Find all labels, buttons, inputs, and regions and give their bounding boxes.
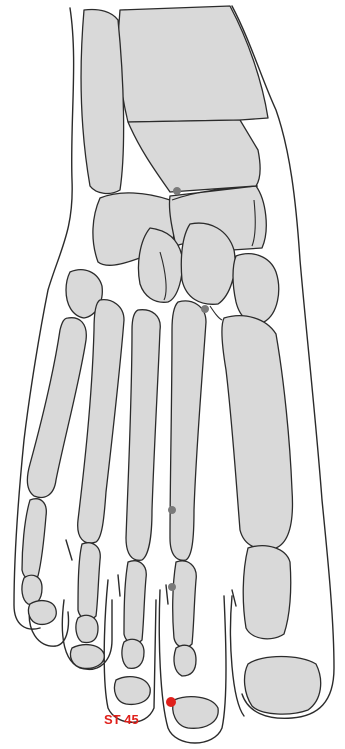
reference-dot [168,583,176,591]
middle-cuneiform [181,223,235,304]
reference-dot [173,187,181,195]
medial-cuneiform [233,254,279,323]
metatarsal-3 [126,310,160,561]
navicular [128,120,260,192]
metatarsal-bones [27,300,292,561]
metatarsal-5 [27,318,86,498]
reference-dot [168,506,176,514]
st45-label: ST 45 [104,712,139,727]
metatarsal-2 [170,301,206,560]
calcaneus-edge [81,9,124,193]
talus [118,6,268,122]
tarsal-bones [66,6,279,323]
metatarsal-1 [222,316,293,549]
reference-dot [201,305,209,313]
st45-dot [166,697,176,707]
